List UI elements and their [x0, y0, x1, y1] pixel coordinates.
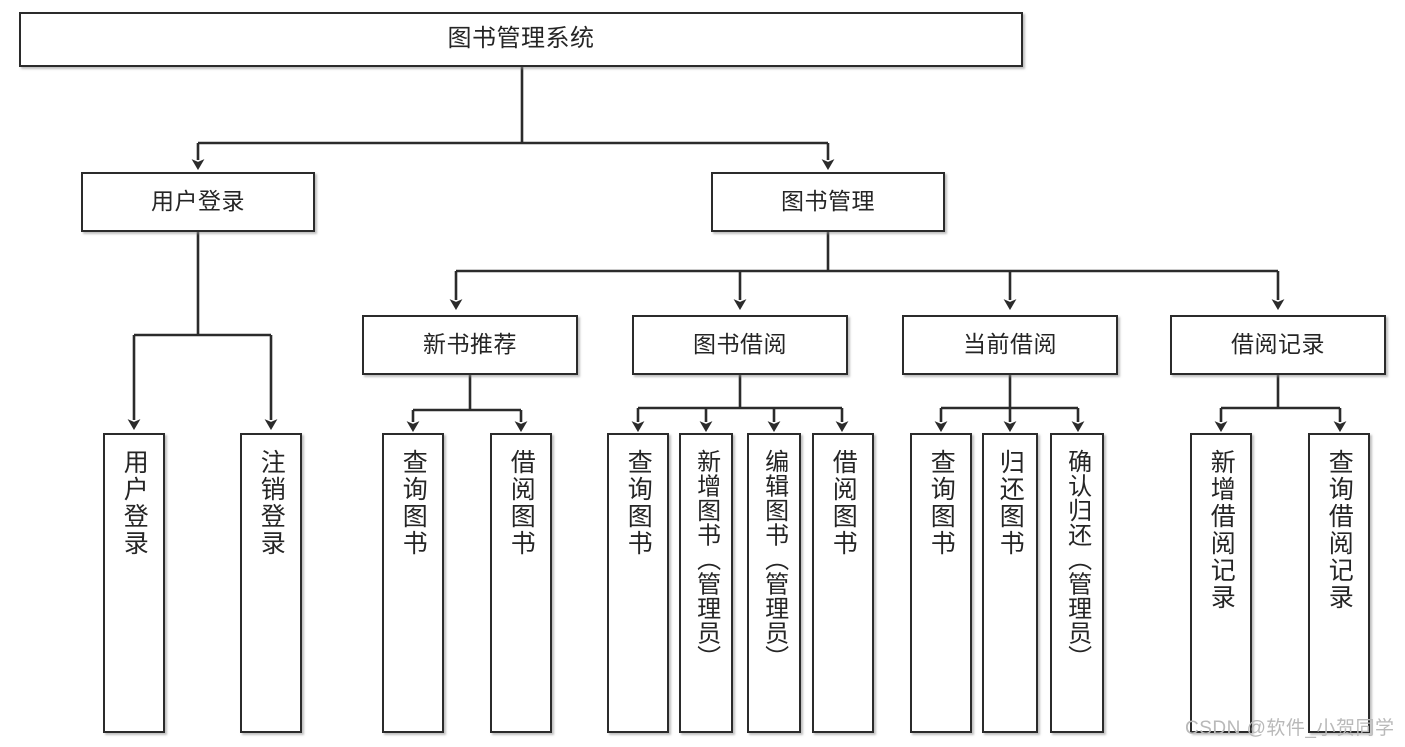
node-label: 归还图书: [996, 449, 1025, 557]
node-new-book-recommend[interactable]: 新书推荐: [362, 315, 578, 375]
node-label: 新书推荐: [423, 331, 517, 358]
node-label: 用户登录: [120, 449, 149, 557]
node-borrow-record[interactable]: 借阅记录: [1170, 315, 1386, 375]
leaf-query-book-borrow[interactable]: 查询图书: [607, 433, 669, 733]
leaf-query-book-current[interactable]: 查询图书: [910, 433, 972, 733]
leaf-user-logout[interactable]: 注销登录: [240, 433, 302, 733]
node-label: 图书管理系统: [447, 25, 595, 53]
node-label: 查询图书: [624, 449, 653, 557]
node-label: 图书管理: [781, 188, 875, 215]
node-label: 图书借阅: [693, 331, 787, 358]
node-label: 借阅图书: [507, 449, 536, 557]
leaf-query-borrow-record[interactable]: 查询借阅记录: [1308, 433, 1370, 733]
node-user-login[interactable]: 用户登录: [81, 172, 315, 232]
leaf-edit-book[interactable]: 编辑图书（管理员）: [747, 433, 801, 733]
leaf-return-book[interactable]: 归还图书: [982, 433, 1038, 733]
node-current-borrow[interactable]: 当前借阅: [902, 315, 1118, 375]
leaf-borrow-book-recommend[interactable]: 借阅图书: [490, 433, 552, 733]
node-label: 新增图书（管理员）: [692, 449, 720, 670]
node-root-system[interactable]: 图书管理系统: [19, 12, 1023, 67]
node-book-borrow[interactable]: 图书借阅: [632, 315, 848, 375]
node-label: 查询图书: [399, 449, 428, 557]
leaf-confirm-return[interactable]: 确认归还（管理员）: [1050, 433, 1104, 733]
node-label: 借阅图书: [829, 449, 858, 557]
node-label: 编辑图书（管理员）: [760, 449, 788, 670]
node-label: 新增借阅记录: [1207, 449, 1236, 611]
node-label: 查询图书: [927, 449, 956, 557]
node-label: 确认归还（管理员）: [1063, 449, 1091, 670]
node-label: 用户登录: [151, 188, 245, 215]
leaf-add-book[interactable]: 新增图书（管理员）: [679, 433, 733, 733]
leaf-borrow-book[interactable]: 借阅图书: [812, 433, 874, 733]
node-label: 查询借阅记录: [1325, 449, 1354, 611]
leaf-add-borrow-record[interactable]: 新增借阅记录: [1190, 433, 1252, 733]
node-label: 借阅记录: [1231, 331, 1325, 358]
watermark: CSDN @软件_小贺同学: [1185, 718, 1395, 739]
node-label: 当前借阅: [963, 331, 1057, 358]
node-book-manage[interactable]: 图书管理: [711, 172, 945, 232]
node-label: 注销登录: [257, 449, 286, 557]
leaf-query-book-recommend[interactable]: 查询图书: [382, 433, 444, 733]
leaf-user-login[interactable]: 用户登录: [103, 433, 165, 733]
